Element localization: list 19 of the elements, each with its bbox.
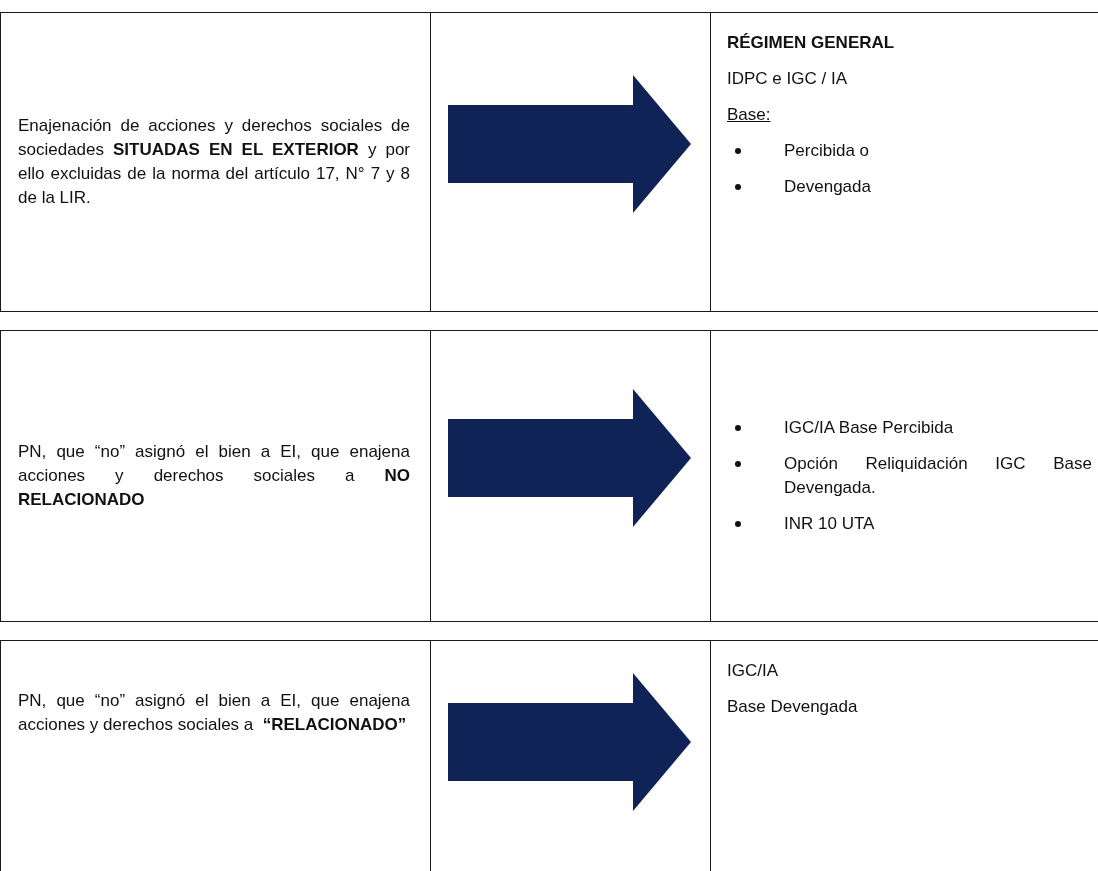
text-cell xyxy=(0,331,431,621)
bullet-text: Percibida o xyxy=(784,140,870,162)
block-arrow xyxy=(448,673,691,811)
cell-text: PN, que “no” asignó el bien a EI, que enajena acciones y derechos sociales a NO RELACIONADO xyxy=(18,441,410,511)
bullet-text: IGC/IA Base Percibida xyxy=(784,417,954,439)
cell-text: Enajenación de acciones y derechos sociales de sociedades SITUADAS EN EL EXTERIOR y por ello excluidas de la norma del artículo 17, N° 7 y 8 de la LIR. xyxy=(18,115,410,209)
bullet-text: INR 10 UTA xyxy=(784,513,875,535)
bullet-text: Opción Reliquidación IGC Base Devengada. xyxy=(784,453,1092,499)
text-cell xyxy=(0,641,431,871)
text-cell xyxy=(0,13,431,311)
cell-text: Base Devengada xyxy=(727,696,859,718)
cell-text: IGC/IA xyxy=(727,660,779,682)
block-arrow xyxy=(448,75,691,213)
cell-text: PN, que “no” asignó el bien a EI, que enajena acciones y derechos sociales a “RELACIONADO” xyxy=(18,690,410,736)
cell-text: Base: xyxy=(727,104,772,126)
cell-heading: RÉGIMEN GENERAL xyxy=(727,32,896,54)
cell-text: IDPC e IGC / IA xyxy=(727,68,848,90)
block-arrow xyxy=(448,389,691,527)
bullet-text: Devengada xyxy=(784,176,871,198)
